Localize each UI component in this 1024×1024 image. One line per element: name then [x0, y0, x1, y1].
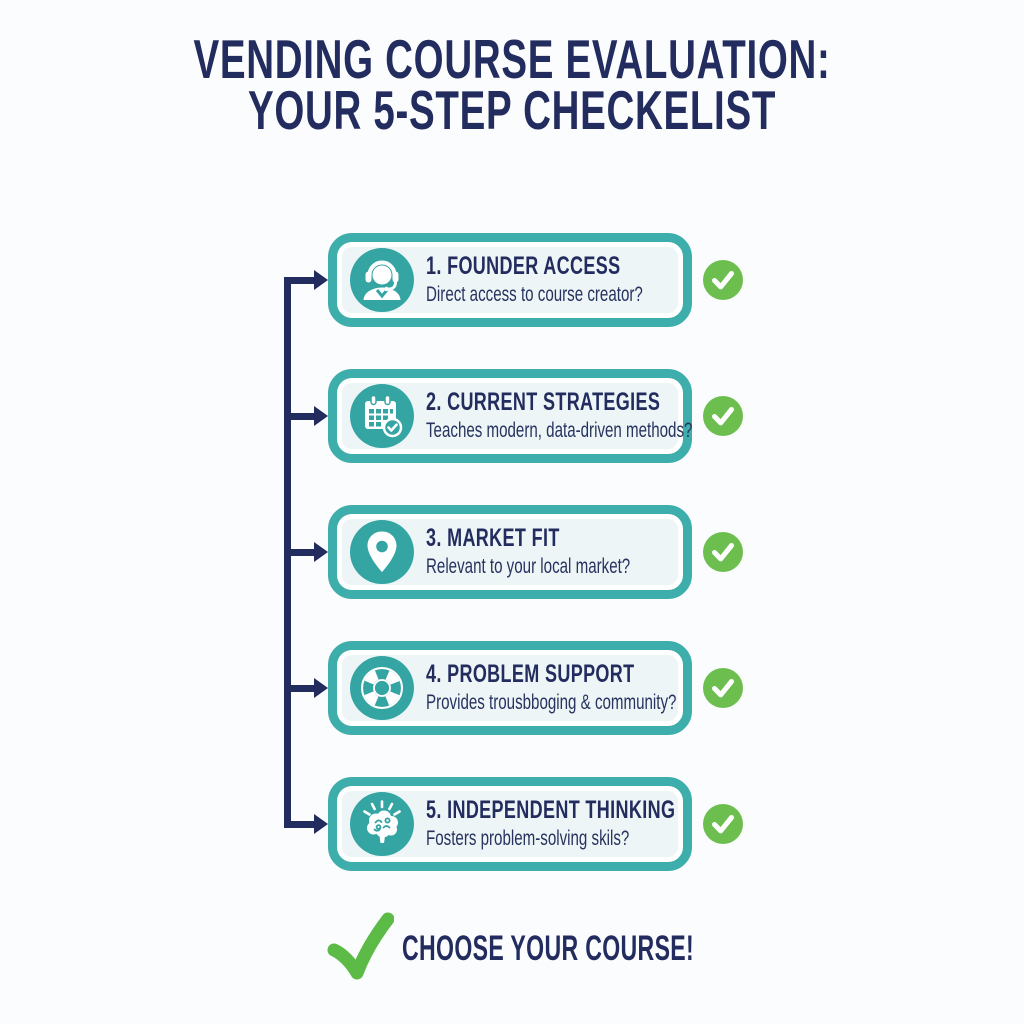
calendar-check-icon [350, 384, 414, 448]
page-title-line1: VENDING COURSE EVALUATION: [193, 28, 831, 90]
step-texts: 5. INDEPENDENT THINKING Fosters problem-… [426, 797, 772, 851]
arrow-head-icon [314, 542, 328, 562]
step-title: 4. PROBLEM SUPPORT [426, 660, 635, 688]
arrow-shaft [284, 821, 314, 828]
step-subtitle: Teaches modern, data-driven methods? [426, 419, 693, 442]
step-subtitle: Provides trousbboging & community? [426, 691, 677, 714]
step-check-icon [703, 532, 743, 572]
step-title: 1. FOUNDER ACCESS [426, 252, 621, 280]
step-texts: 2. CURRENT STRATEGIES Teaches modern, da… [426, 389, 796, 443]
step-check-icon [703, 668, 743, 708]
step-check-icon [703, 260, 743, 300]
brain-idea-icon [350, 792, 414, 856]
step-title: 3. MARKET FIT [426, 524, 560, 552]
green-checkmark-icon [326, 910, 394, 980]
arrow-shaft [284, 549, 314, 556]
location-pin-icon [350, 520, 414, 584]
arrow-head-icon [314, 406, 328, 426]
step-card-3: 3. MARKET FIT Relevant to your local mar… [328, 505, 692, 599]
step-card-1: 1. FOUNDER ACCESS Direct access to cours… [328, 233, 692, 327]
step-check-icon [703, 396, 743, 436]
page-title-line2: YOUR 5-STEP CHECKELIST [247, 79, 777, 141]
footer-label: CHOOSE YOUR COURSE! [402, 929, 695, 968]
step-texts: 4. PROBLEM SUPPORT Provides trousbboging… [426, 661, 774, 715]
arrow-head-icon [314, 270, 328, 290]
arrow-shaft [284, 413, 314, 420]
step-title: 5. INDEPENDENT THINKING [426, 796, 676, 824]
arrow-shaft [284, 685, 314, 692]
step-texts: 3. MARKET FIT Relevant to your local mar… [426, 525, 710, 579]
step-texts: 1. FOUNDER ACCESS Direct access to cours… [426, 253, 727, 307]
step-subtitle: Relevant to your local market? [426, 555, 631, 578]
lifebuoy-icon [350, 656, 414, 720]
page-title: VENDING COURSE EVALUATION: YOUR 5-STEP C… [0, 28, 1024, 141]
step-title: 2. CURRENT STRATEGIES [426, 388, 661, 416]
arrow-head-icon [314, 678, 328, 698]
headset-agent-icon [350, 248, 414, 312]
step-subtitle: Fosters problem-solving skils? [426, 827, 630, 850]
step-subtitle: Direct access to course creator? [426, 283, 643, 306]
step-card-5: 5. INDEPENDENT THINKING Fosters problem-… [328, 777, 692, 871]
arrow-shaft [284, 277, 314, 284]
arrow-head-icon [314, 814, 328, 834]
step-card-4: 4. PROBLEM SUPPORT Provides trousbboging… [328, 641, 692, 735]
step-card-2: 2. CURRENT STRATEGIES Teaches modern, da… [328, 369, 692, 463]
step-check-icon [703, 804, 743, 844]
